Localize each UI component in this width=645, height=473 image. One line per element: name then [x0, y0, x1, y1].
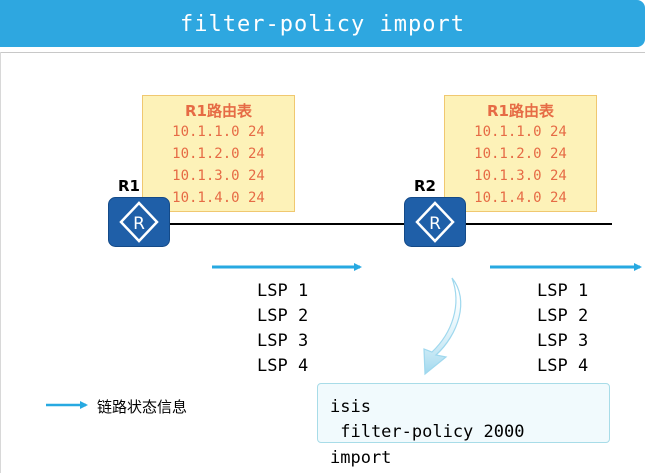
- routing-table-title: R1路由表: [185, 102, 252, 120]
- config-line: import: [330, 448, 392, 468]
- routing-table-title: R1路由表: [487, 102, 554, 120]
- config-line: filter-policy 2000: [330, 422, 525, 442]
- lsp-label: LSP 1: [257, 281, 309, 301]
- route-entry: 10.1.3.0 24: [474, 168, 567, 184]
- routing-table-left: R1路由表 10.1.1.0 24 10.1.2.0 24 10.1.3.0 2…: [142, 95, 295, 212]
- page-title: filter-policy import: [180, 12, 465, 37]
- config-line: isis: [330, 397, 371, 417]
- route-entry: 10.1.1.0 24: [172, 124, 265, 140]
- router-label-r1: R1: [118, 177, 140, 195]
- router-icon: R: [108, 197, 170, 247]
- route-entry: 10.1.2.0 24: [474, 146, 567, 162]
- svg-text:R: R: [133, 214, 145, 234]
- lsp-label: LSP 2: [537, 306, 589, 326]
- left-border: [0, 52, 1, 473]
- lsp-label: LSP 3: [537, 331, 589, 351]
- route-entry: 10.1.4.0 24: [172, 190, 265, 206]
- config-box: [317, 383, 610, 443]
- route-entry: 10.1.1.0 24: [474, 124, 567, 140]
- route-entry: 10.1.4.0 24: [474, 190, 567, 206]
- header-banner: [0, 0, 645, 47]
- import-curve-arrow: [423, 277, 462, 376]
- svg-text:R: R: [429, 214, 441, 234]
- router-icon: R: [404, 197, 466, 247]
- lsp-label: LSP 4: [257, 356, 309, 376]
- lsp-label: LSP 4: [537, 356, 589, 376]
- router-label-r2: R2: [414, 177, 436, 195]
- route-entry: 10.1.2.0 24: [172, 146, 265, 162]
- divider: [0, 52, 645, 53]
- routing-table-right: R1路由表 10.1.1.0 24 10.1.2.0 24 10.1.3.0 2…: [444, 95, 597, 212]
- legend-label: 链路状态信息: [97, 398, 188, 416]
- lsp-label: LSP 3: [257, 331, 309, 351]
- lsp-label: LSP 1: [537, 281, 589, 301]
- lsp-label: LSP 2: [257, 306, 309, 326]
- route-entry: 10.1.3.0 24: [172, 168, 265, 184]
